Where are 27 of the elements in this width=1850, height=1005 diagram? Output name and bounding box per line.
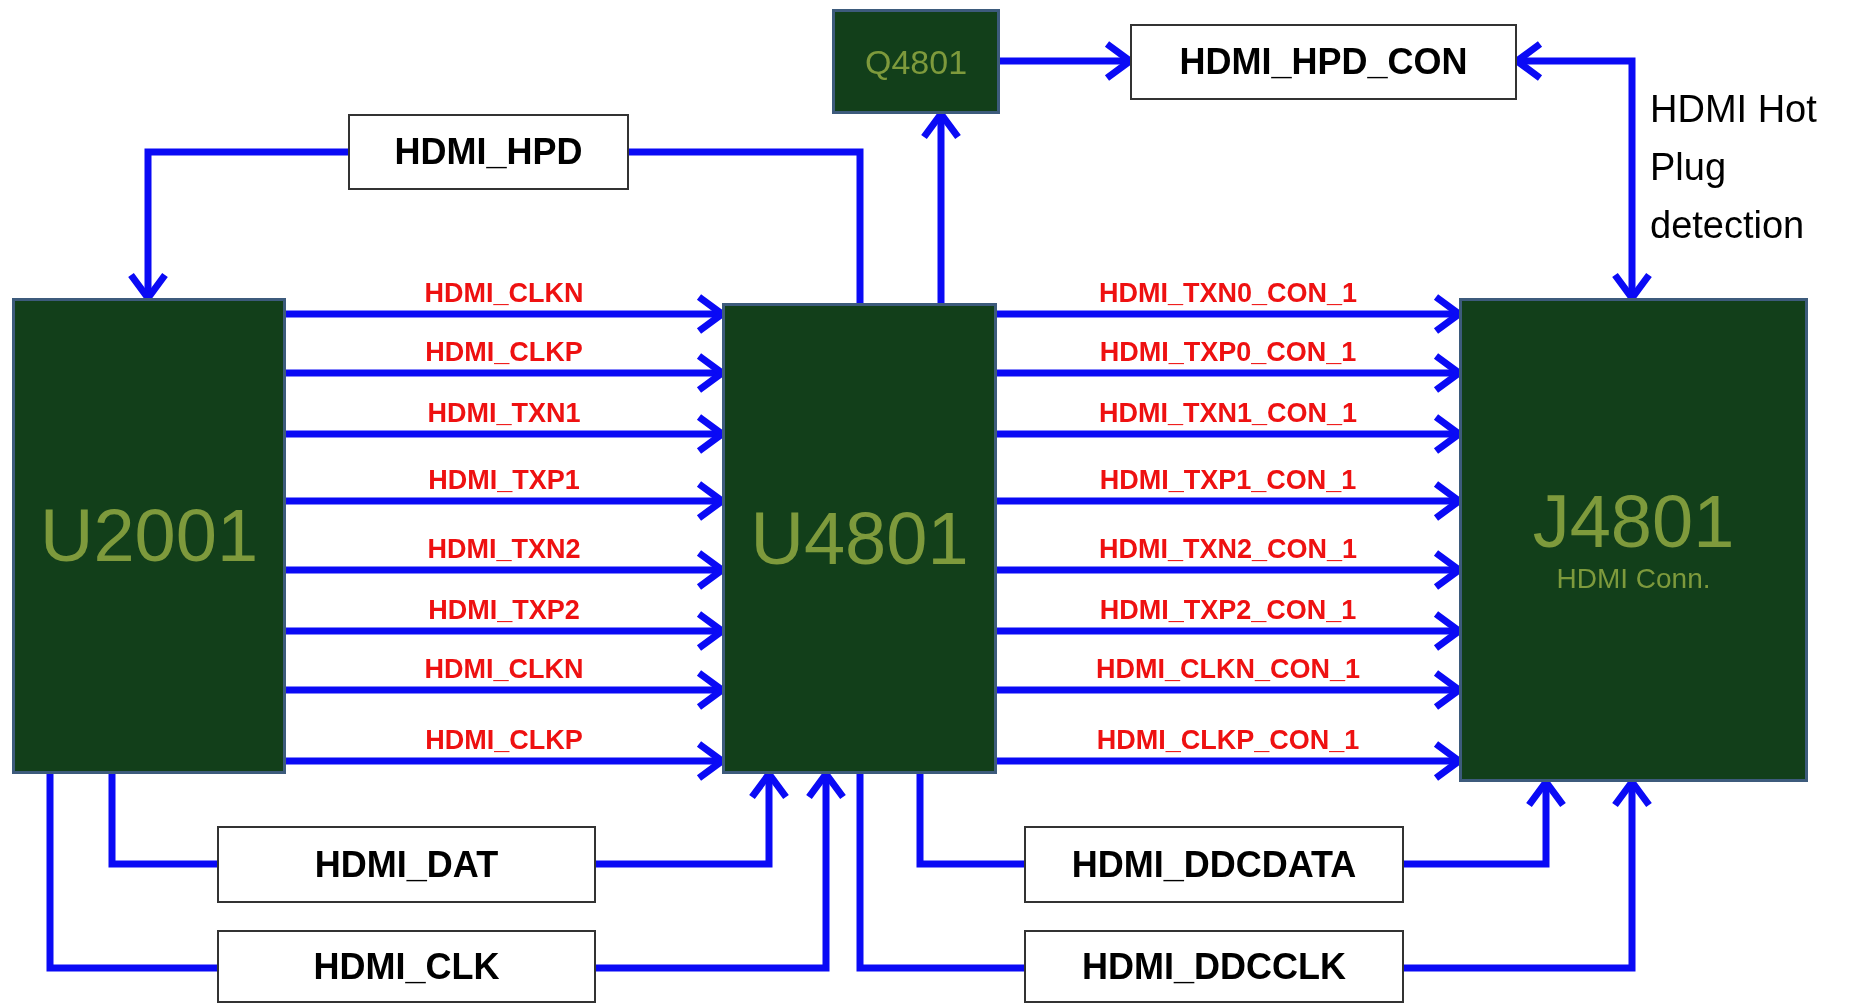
- connector-line: [108, 774, 217, 868]
- signal-box: [217, 826, 596, 903]
- connector-line: [629, 148, 864, 303]
- signal-box: [1130, 24, 1517, 100]
- chip-block: [722, 303, 997, 774]
- signal-name: HDMI_HPD: [394, 131, 583, 173]
- chip-description: HDMI Conn.: [1556, 563, 1711, 595]
- signal-name: HDMI_DDCDATA: [1071, 843, 1357, 886]
- chip-designator: U4801: [750, 501, 969, 576]
- signal-box: [217, 930, 596, 1003]
- signal-box: [348, 114, 629, 190]
- note-text: HDMI Hot Plug detection: [1650, 87, 1818, 248]
- connector-line: [856, 774, 1024, 972]
- connector-line: [916, 774, 1024, 868]
- signal-name: HDMI_HPD_CON: [1179, 41, 1468, 83]
- signal-name: HDMI_DAT: [314, 843, 499, 886]
- chip-designator: U2001: [39, 499, 259, 573]
- chip-block: [1459, 298, 1808, 782]
- signal-box: [1024, 930, 1404, 1003]
- signal-name: HDMI_DDCCLK: [1082, 945, 1346, 988]
- chip-block: [832, 9, 1000, 114]
- chip-designator: J4801: [1532, 485, 1735, 559]
- signal-name: HDMI_CLK: [313, 945, 500, 988]
- signal-box: [1024, 826, 1404, 903]
- chip-block: [12, 298, 286, 774]
- chip-designator: Q4801: [864, 44, 968, 79]
- connector-line: [46, 774, 217, 972]
